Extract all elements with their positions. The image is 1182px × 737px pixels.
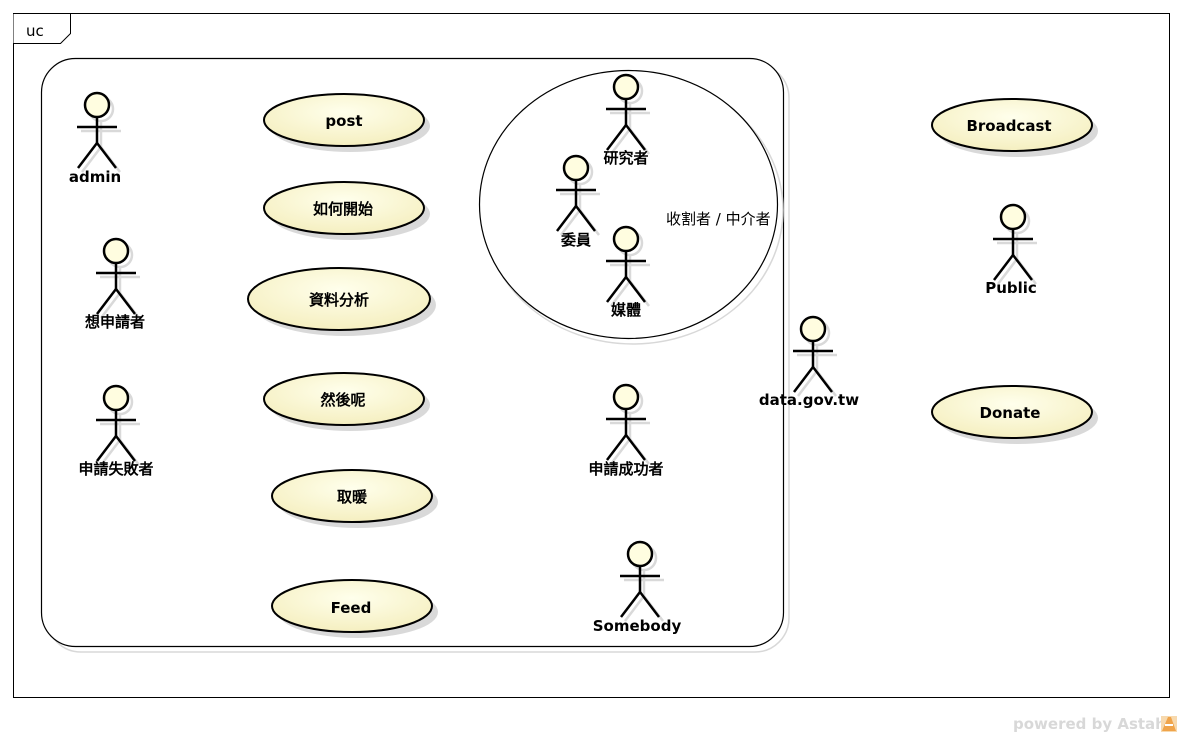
use-case-how-to-start-label: 如何開始 [313, 200, 373, 218]
use-case-donate-label: Donate [980, 404, 1041, 422]
use-case-then-what[interactable]: 然後呢 [263, 372, 430, 431]
actor-public[interactable]: Public [985, 203, 1037, 297]
use-case-donate[interactable]: Donate [931, 385, 1098, 444]
use-case-post-label: post [325, 112, 362, 130]
actor-icon [606, 383, 646, 461]
actor-media[interactable]: 媒體 [606, 225, 650, 319]
actor-icon [606, 225, 646, 303]
use-case-broadcast-label: Broadcast [966, 117, 1051, 135]
use-case-data-analysis-label: 資料分析 [309, 291, 369, 309]
use-case-feed[interactable]: Feed [271, 579, 438, 638]
actor-admin-label: admin [69, 168, 121, 186]
actor-researcher-label: 研究者 [603, 149, 648, 167]
use-case-feed-label: Feed [331, 599, 372, 617]
use-case-post[interactable]: post [263, 93, 430, 152]
astah-watermark: powered by Astah [1013, 715, 1177, 733]
astah-logo-icon [1161, 716, 1177, 732]
actor-applicant-label: 想申請者 [84, 313, 145, 331]
actor-icon [793, 315, 833, 393]
actor-somebody-label: Somebody [593, 617, 682, 635]
diagram-frame: uc [13, 13, 1170, 698]
actor-admin[interactable]: admin [69, 91, 121, 186]
group-ellipse-label: 收割者 / 中介者 [666, 210, 771, 228]
actor-icon [556, 154, 596, 232]
use-case-data-analysis[interactable]: 資料分析 [247, 267, 436, 336]
actor-committee-label: 委員 [561, 231, 591, 249]
actor-applicant[interactable]: 想申請者 [84, 237, 145, 331]
actor-failed-applicant[interactable]: 申請失敗者 [78, 384, 154, 478]
actor-public-label: Public [985, 279, 1037, 297]
actor-icon [606, 73, 646, 151]
use-case-get-warm[interactable]: 取暖 [271, 469, 438, 528]
use-case-broadcast[interactable]: Broadcast [931, 98, 1098, 157]
actor-successful-applicant-label: 申請成功者 [588, 460, 663, 478]
use-case-get-warm-label: 取暖 [337, 488, 368, 506]
actor-failed-applicant-label: 申請失敗者 [78, 460, 153, 478]
watermark-text: powered by Astah [1013, 715, 1166, 733]
actor-researcher[interactable]: 研究者 [603, 73, 650, 167]
actor-media-label: 媒體 [611, 301, 641, 319]
actor-icon [993, 203, 1033, 281]
group-ellipse[interactable]: 收割者 / 中介者 [478, 69, 784, 345]
frame-label: uc [26, 22, 44, 40]
actor-somebody[interactable]: Somebody [593, 540, 682, 635]
use-case-then-what-label: 然後呢 [320, 391, 365, 409]
actor-icon [77, 91, 117, 169]
actor-icon [96, 384, 136, 462]
actor-successful-applicant[interactable]: 申請成功者 [588, 383, 664, 478]
actor-icon [96, 237, 136, 315]
actor-icon [620, 540, 660, 618]
use-case-how-to-start[interactable]: 如何開始 [263, 181, 430, 240]
actor-data-gov-tw-label: data.gov.tw [759, 391, 859, 409]
actor-data-gov-tw[interactable]: data.gov.tw [759, 315, 859, 409]
actor-committee[interactable]: 委員 [556, 154, 600, 249]
